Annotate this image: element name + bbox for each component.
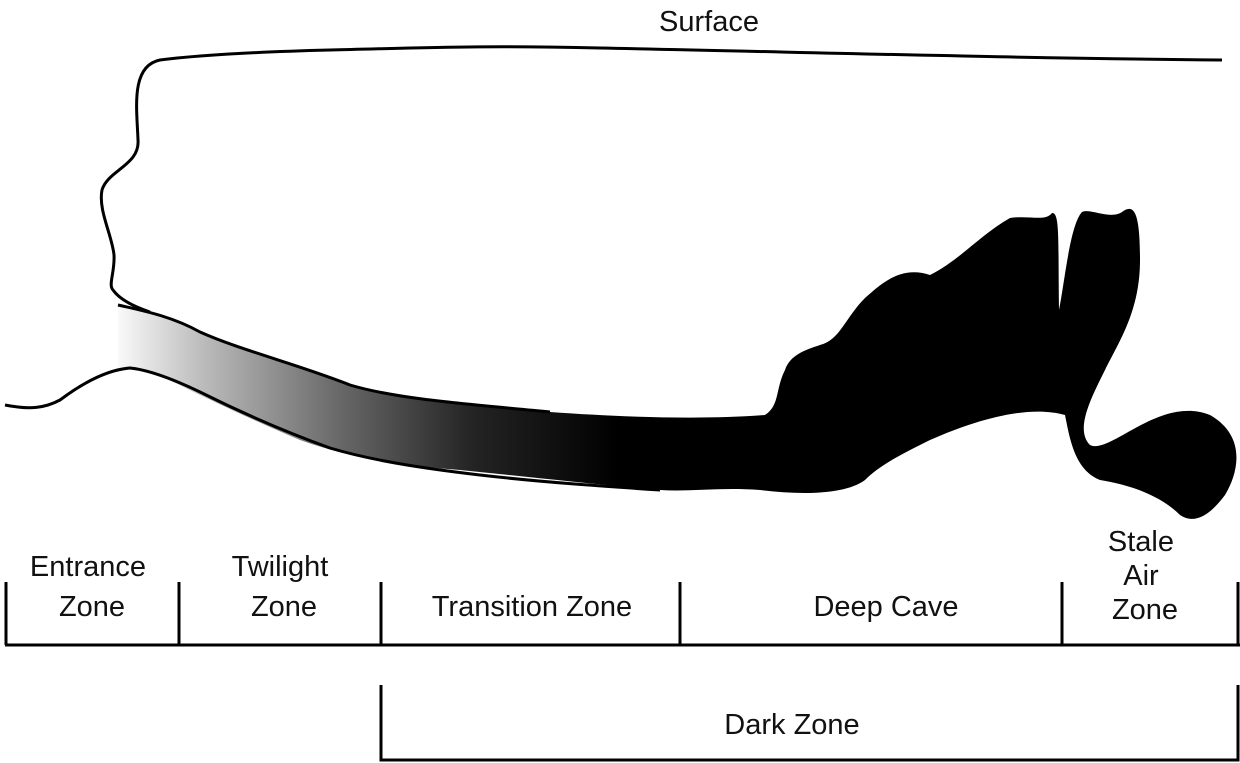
- zone-label-entrance: Entrance Zone: [30, 551, 154, 623]
- zone-label-line: Twilight: [232, 551, 329, 583]
- cave-passage: [118, 208, 1237, 519]
- zone-label-line: Transition Zone: [432, 591, 632, 623]
- zone-label-line: Deep Cave: [813, 591, 958, 623]
- zone-label-line: Zone: [1112, 594, 1178, 626]
- cave-ceiling-line: [117, 303, 551, 414]
- zone-label-stale-air: Stale Air Zone: [1108, 526, 1182, 626]
- zone-label-line: Zone: [251, 591, 317, 623]
- zone-label-line: Air: [1123, 560, 1159, 592]
- dark-zone-label: Dark Zone: [724, 709, 859, 741]
- zone-label-twilight: Twilight Zone: [232, 551, 337, 623]
- surface-label: Surface: [659, 6, 759, 38]
- zone-label-deep-cave: Deep Cave: [813, 591, 958, 623]
- zone-label-line: Zone: [59, 591, 125, 623]
- zone-label-transition: Transition Zone: [432, 591, 632, 623]
- surface-line: [99, 45, 1223, 314]
- zone-label-line: Stale: [1108, 526, 1174, 558]
- zone-ruler: [4, 582, 1240, 647]
- cave-floor-line: [4, 366, 661, 492]
- dark-zone-bracket: [379, 685, 1240, 762]
- zone-label-line: Entrance: [30, 551, 146, 583]
